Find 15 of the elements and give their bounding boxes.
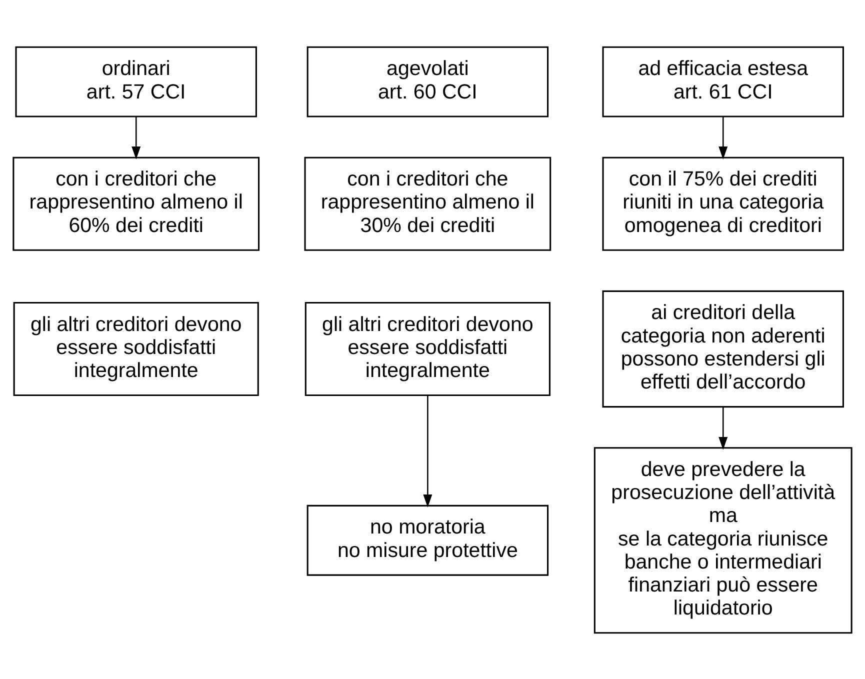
node-box: gli altri creditori devono essere soddisfatti integralmente bbox=[304, 301, 550, 396]
node-box: ai creditori della categoria non aderenti possono estendersi gli effetti dell’accordo bbox=[602, 290, 844, 408]
node-box: gli altri creditori devono essere soddisfatti integralmente bbox=[13, 301, 259, 396]
arrow bbox=[132, 116, 141, 159]
arrow bbox=[423, 395, 432, 507]
node-box: ordinari art. 57 CCI bbox=[15, 46, 257, 117]
node-box: agevolati art. 60 CCI bbox=[306, 46, 549, 117]
node-box: ad efficacia estesa art. 61 CCI bbox=[602, 46, 844, 117]
node-box: con il 75% dei crediti riuniti in una categoria omogenea di creditori bbox=[602, 156, 844, 250]
node-box: no moratoria no misure protettive bbox=[306, 504, 549, 576]
node-box: deve prevedere la prosecuzione dell’attività ma se la categoria riunisce banche o intermediari finanziari può essere liquidatorio bbox=[594, 446, 852, 634]
arrow bbox=[718, 406, 728, 450]
node-box: con i creditori che rappresentino almeno il 60% dei crediti bbox=[12, 156, 260, 250]
node-box: con i creditori che rappresentino almeno il 30% dei crediti bbox=[304, 156, 552, 250]
arrow bbox=[718, 116, 728, 159]
